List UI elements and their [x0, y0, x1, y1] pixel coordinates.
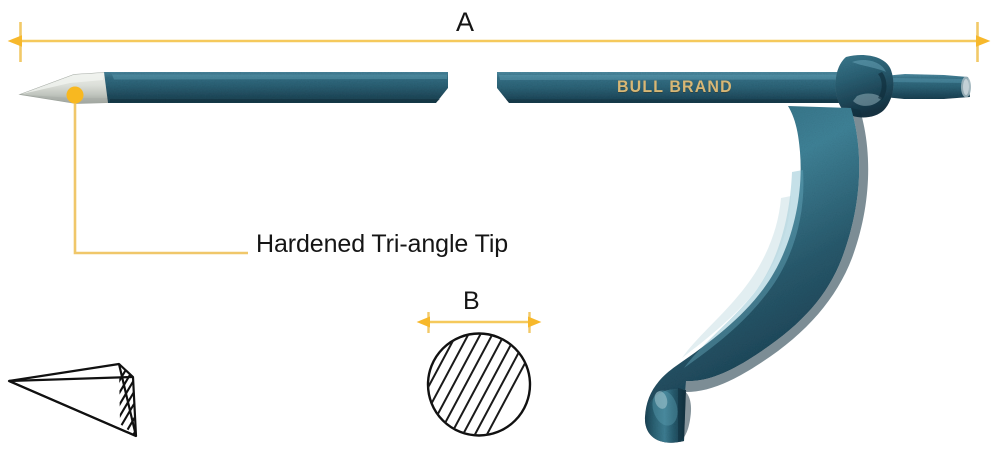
dimension-b-group — [416, 312, 542, 333]
shaft-right — [497, 72, 858, 103]
dimension-b-label: B — [463, 287, 481, 315]
tip-detail-mid-edge — [8, 375, 134, 383]
shaft-left-shadow — [110, 99, 440, 103]
shaft-tail-endface-inner — [963, 79, 969, 95]
tip-detail-bottom-edge — [8, 379, 137, 438]
shaft-tail — [884, 74, 970, 99]
tip-detail-fill — [9, 364, 136, 436]
tool-right-segment — [497, 54, 971, 118]
hardened-tip-highlight — [20, 72, 105, 95]
dimension-a-label: A — [456, 7, 475, 37]
handle-body — [644, 106, 860, 443]
handle-knob — [644, 389, 686, 443]
hardened-tip-shadow — [20, 94, 110, 104]
handle-knob-shadow — [678, 388, 692, 442]
hardened-tip-callout-label: Hardened Tri-angle Tip — [256, 230, 509, 258]
tool-left-segment — [18, 72, 448, 104]
handle-collar-shadow — [878, 72, 887, 100]
shaft-tail-highlight — [888, 78, 967, 83]
handle-knob-highlight — [652, 390, 678, 426]
tip-detail-wireframe — [7, 362, 138, 438]
callout-dot — [66, 86, 84, 104]
curved-handle — [644, 106, 869, 443]
tip-detail-back-edge — [117, 363, 138, 437]
shaft-left-highlight — [112, 74, 447, 80]
cross-section-circle — [426, 332, 532, 437]
callout-leader-line — [73, 97, 248, 255]
shaft-right-highlight — [499, 74, 856, 80]
dimension-a-group — [7, 22, 991, 62]
handle-collar-weld — [853, 93, 882, 106]
handle-collar-highlight — [852, 60, 886, 72]
handle-highlight-outer — [684, 170, 804, 368]
handle-collar — [835, 54, 894, 118]
handle-knob-specular — [654, 391, 668, 409]
handle-highlight-specular — [682, 196, 791, 358]
callout-leader-group — [66, 86, 248, 255]
cross-section-outline — [426, 332, 532, 437]
brand-marking: BULL BRAND — [617, 77, 733, 96]
shaft-left — [104, 72, 448, 103]
shaft-right-shadow — [506, 99, 856, 103]
